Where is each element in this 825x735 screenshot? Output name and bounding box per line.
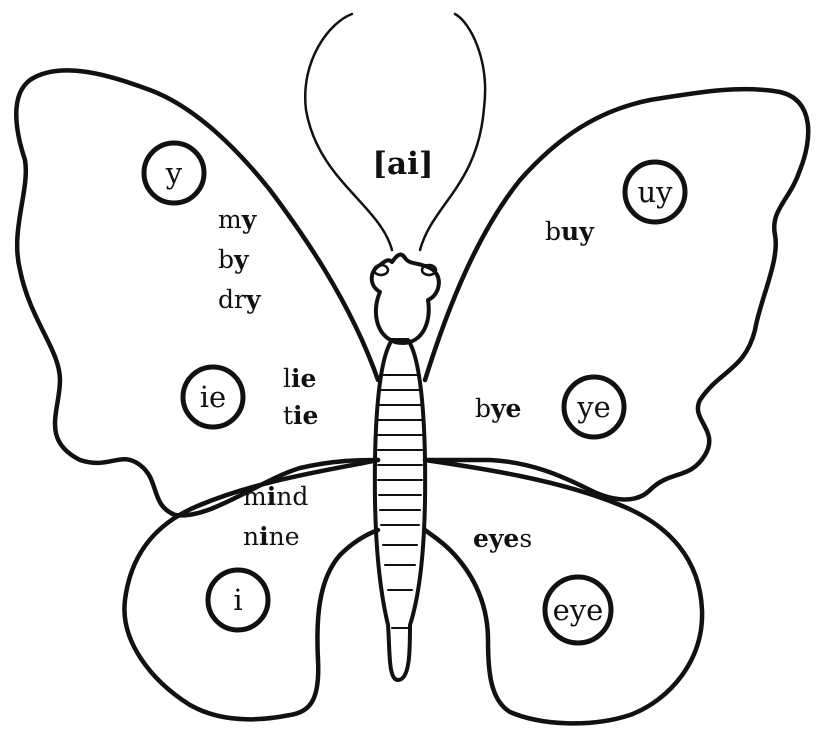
butterfly-head: [372, 255, 439, 343]
word-tie: tie: [283, 401, 318, 430]
word-nine: nine: [243, 522, 300, 551]
left-upper-wing: [16, 70, 378, 515]
label-ye: ye: [576, 390, 611, 424]
word-by: by: [218, 245, 250, 274]
right-lower-wing: [425, 460, 702, 723]
diagram-title: [ai]: [372, 146, 433, 182]
word-my: my: [218, 205, 258, 234]
label-ie: ie: [200, 380, 226, 414]
word-eyes: eyes: [473, 524, 532, 553]
label-uy: uy: [637, 175, 673, 209]
antenna-loop: [305, 14, 485, 250]
label-eye: eye: [553, 593, 604, 627]
word-mind: mind: [243, 482, 308, 511]
word-buy: buy: [545, 217, 595, 246]
word-bye: bye: [475, 394, 521, 423]
word-dry: dry: [218, 285, 262, 314]
label-i: i: [233, 583, 242, 617]
label-y: y: [165, 156, 183, 190]
abdomen-segments: [378, 375, 422, 628]
word-lie: lie: [283, 364, 316, 393]
right-upper-wing: [425, 89, 808, 499]
